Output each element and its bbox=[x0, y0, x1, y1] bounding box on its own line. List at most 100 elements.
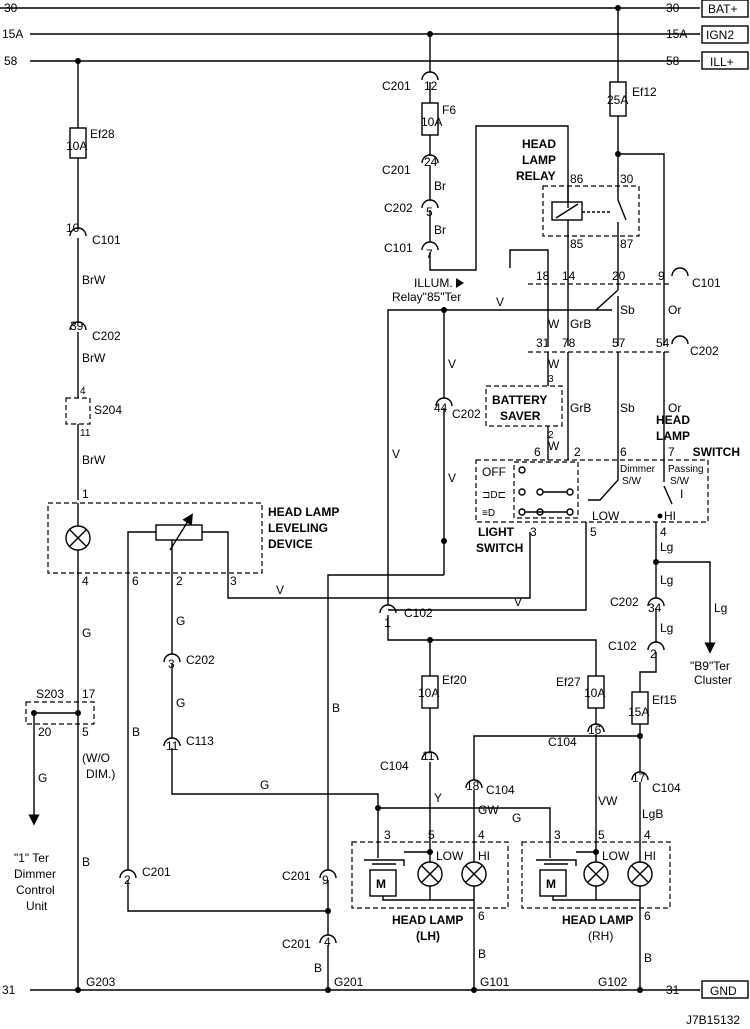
wire-sb-20: Sb bbox=[620, 303, 635, 317]
wire-b-g101: B bbox=[478, 947, 486, 961]
illum-2: Relay"85"Ter bbox=[392, 290, 461, 304]
fuse-f6-rating: 10A bbox=[421, 115, 442, 129]
wire-g-motor-lh: G bbox=[260, 778, 269, 792]
conn-c101-left: C101 bbox=[92, 233, 121, 247]
hl-rh-title-2: (RH) bbox=[588, 929, 613, 943]
wire-lgb: LgB bbox=[642, 807, 663, 821]
head-lamp-switch: HEAD LAMP SWITCH 6 2 6 7 OFF ⊐D⊏ ≡D Dimm… bbox=[475, 413, 740, 555]
hl-rh-low: LOW bbox=[602, 849, 630, 863]
fuse-ef15-rating: 15A bbox=[628, 705, 649, 719]
pin-s204-4: 4 bbox=[80, 386, 86, 397]
wire-w-31: W bbox=[548, 357, 560, 371]
hl-lh-title-1: HEAD LAMP bbox=[392, 913, 463, 927]
hl-rh-title-1: HEAD LAMP bbox=[562, 913, 633, 927]
dimmer-unit-3: Control bbox=[16, 883, 55, 897]
wire-b-ld6: B bbox=[132, 725, 140, 739]
rail-ill-label: ILL+ bbox=[710, 55, 734, 69]
pin-ls-5: 5 bbox=[590, 525, 597, 539]
wire-g-ld2a: G bbox=[176, 614, 185, 628]
rail-ill-num-right: 58 bbox=[666, 54, 680, 68]
wire-g-ld4: G bbox=[82, 626, 91, 640]
rail-gnd-label: GND bbox=[710, 984, 737, 998]
pin-ld-4: 4 bbox=[82, 574, 89, 588]
wodim-1: (W/O bbox=[82, 751, 110, 765]
pin-hl-rh-6: 6 bbox=[644, 909, 651, 923]
b-column-c201: B 9 C201 4 C201 B G201 bbox=[282, 538, 447, 993]
switch-off: OFF bbox=[482, 465, 506, 479]
wire-b-g201: B bbox=[314, 961, 322, 975]
relay-title-1: HEAD bbox=[522, 137, 556, 151]
dimmer-sw-1: Dimmer bbox=[620, 464, 656, 475]
dimmer-unit-1: "1" Ter bbox=[14, 851, 49, 865]
passing-i: I bbox=[680, 487, 683, 501]
wire-w-18: W bbox=[548, 317, 560, 331]
conn-c201-top2: C201 bbox=[382, 163, 411, 177]
pin-ls-3: 3 bbox=[530, 525, 537, 539]
conn-c201-low: C201 bbox=[282, 937, 311, 951]
conn-s203: S203 bbox=[36, 687, 64, 701]
light-switch-title-1: LIGHT bbox=[478, 525, 515, 539]
battery-saver: BATTERY SAVER 2 W bbox=[485, 385, 563, 460]
relay-pin-87: 87 bbox=[620, 237, 634, 251]
ground-g102: G102 bbox=[598, 975, 628, 989]
pin-s204-11: 11 bbox=[80, 428, 91, 439]
wire-b-g203: B bbox=[82, 855, 90, 869]
conn-c202-mid: C202 bbox=[452, 407, 481, 421]
rail-gnd-num-right: 31 bbox=[666, 983, 680, 997]
dimmer-unit-2: Dimmer bbox=[14, 867, 56, 881]
wire-brw-3: BrW bbox=[82, 453, 106, 467]
rail-ign-num-right: 15A bbox=[666, 27, 687, 41]
leveling-device: HEAD LAMP LEVELING DEVICE 4 6 2 3 bbox=[47, 502, 339, 588]
rail-bat: 30 30 BAT+ bbox=[0, 0, 749, 18]
conn-c202-lg: C202 bbox=[610, 595, 639, 609]
relay-pin-85: 85 bbox=[570, 237, 584, 251]
wire-vw: VW bbox=[598, 794, 618, 808]
wodim-2: DIM.) bbox=[86, 767, 115, 781]
wire-or-54: Or bbox=[668, 401, 681, 415]
ground-g101: G101 bbox=[480, 975, 510, 989]
splice-s204 bbox=[65, 397, 91, 425]
leveling-title-3: DEVICE bbox=[268, 537, 313, 551]
pin-ls-6: 6 bbox=[534, 445, 541, 459]
svg-text:⊐D⊏: ⊐D⊏ bbox=[482, 490, 506, 501]
ign-branch: 12 C201 F6 10A 24 C201 Br 5 C202 Br 7 C1… bbox=[382, 31, 569, 304]
pin-c101-9: 9 bbox=[658, 269, 665, 283]
pin-hs-4: 4 bbox=[660, 525, 667, 539]
ground-g201: G201 bbox=[334, 975, 364, 989]
cluster-1: "B9"Ter bbox=[690, 659, 730, 673]
wire-brw-1: BrW bbox=[82, 273, 106, 287]
wire-b-c201: B bbox=[332, 701, 340, 715]
fuse-ef12-name: Ef12 bbox=[632, 85, 657, 99]
conn-c113: C113 bbox=[186, 734, 214, 748]
pin-ld-2: 2 bbox=[176, 574, 183, 588]
pin-ld-1: 1 bbox=[82, 487, 89, 501]
passing-sw-1: Passing bbox=[668, 464, 704, 475]
wire-lg-1: Lg bbox=[660, 540, 673, 554]
pin-c201-24: 24 bbox=[424, 155, 438, 169]
rail-ign: 15A 15A IGN2 bbox=[2, 25, 749, 44]
relay-title-2: LAMP bbox=[522, 153, 556, 167]
wire-g-motor-rh: G bbox=[512, 811, 521, 825]
pin-s203-17: 17 bbox=[82, 687, 96, 701]
wire-g-ld2b: G bbox=[176, 696, 185, 710]
svg-text:≡D: ≡D bbox=[482, 508, 495, 519]
pin-hl-rh-3: 3 bbox=[554, 828, 561, 842]
pin-c102-2: 2 bbox=[650, 647, 657, 661]
relay-title-3: RELAY bbox=[516, 169, 556, 183]
fuse-f6-name: F6 bbox=[442, 103, 456, 117]
diagram-ref-code: J7B15132 bbox=[686, 1013, 740, 1027]
conn-c202-ld: C202 bbox=[186, 653, 215, 667]
wire-y: Y bbox=[434, 791, 442, 805]
pin-ld-3: 3 bbox=[230, 574, 237, 588]
rail-ill: 58 58 ILL+ bbox=[4, 51, 749, 70]
ld-pin6-branch: B 2 C201 bbox=[119, 573, 328, 912]
hl-lh-low: LOW bbox=[436, 849, 464, 863]
pin-c113-11: 11 bbox=[166, 739, 179, 753]
ld-pin2-branch: G 3 C202 G 11 C113 G G bbox=[163, 573, 551, 835]
pin-39: 39 bbox=[70, 319, 84, 333]
pin-ls-2: 2 bbox=[574, 445, 581, 459]
head-lamp-lh: 3 5 4 M LOW HI HEAD LAMP (LH) 6 B G101 bbox=[351, 828, 510, 993]
pin-c202-34: 34 bbox=[648, 601, 662, 615]
bat-branch: Ef12 25A bbox=[607, 5, 665, 268]
wire-gw: GW bbox=[478, 803, 499, 817]
